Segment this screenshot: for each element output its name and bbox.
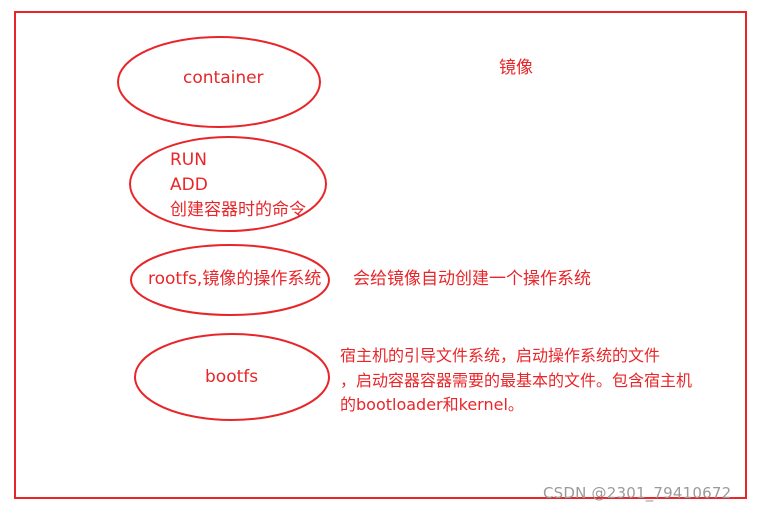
bootfs-description-line-1: 宿主机的引导文件系统，启动操作系统的文件 bbox=[340, 346, 661, 365]
bootfs-label: bootfs bbox=[205, 367, 259, 387]
diagram-frame bbox=[14, 11, 747, 499]
command-add-label: ADD bbox=[170, 175, 208, 195]
command-run-label: RUN bbox=[170, 150, 207, 170]
rootfs-ellipse bbox=[130, 244, 330, 316]
command-description-label: 创建容器时的命令 bbox=[170, 200, 306, 220]
container-label: container bbox=[183, 68, 264, 88]
container-ellipse bbox=[117, 36, 321, 128]
rootfs-label: rootfs,镜像的操作系统 bbox=[148, 269, 322, 289]
diagram-title: 镜像 bbox=[499, 58, 533, 78]
watermark-text: CSDN @2301_79410672 bbox=[543, 484, 732, 502]
commands-ellipse bbox=[129, 136, 327, 232]
bootfs-ellipse bbox=[134, 333, 330, 421]
bootfs-description-line-2: ，启动容器容器需要的最基本的文件。包含宿主机 bbox=[340, 371, 693, 390]
bootfs-description-line-3: 的bootloader和kernel。 bbox=[340, 395, 524, 414]
rootfs-description: 会给镜像自动创建一个操作系统 bbox=[353, 269, 591, 289]
